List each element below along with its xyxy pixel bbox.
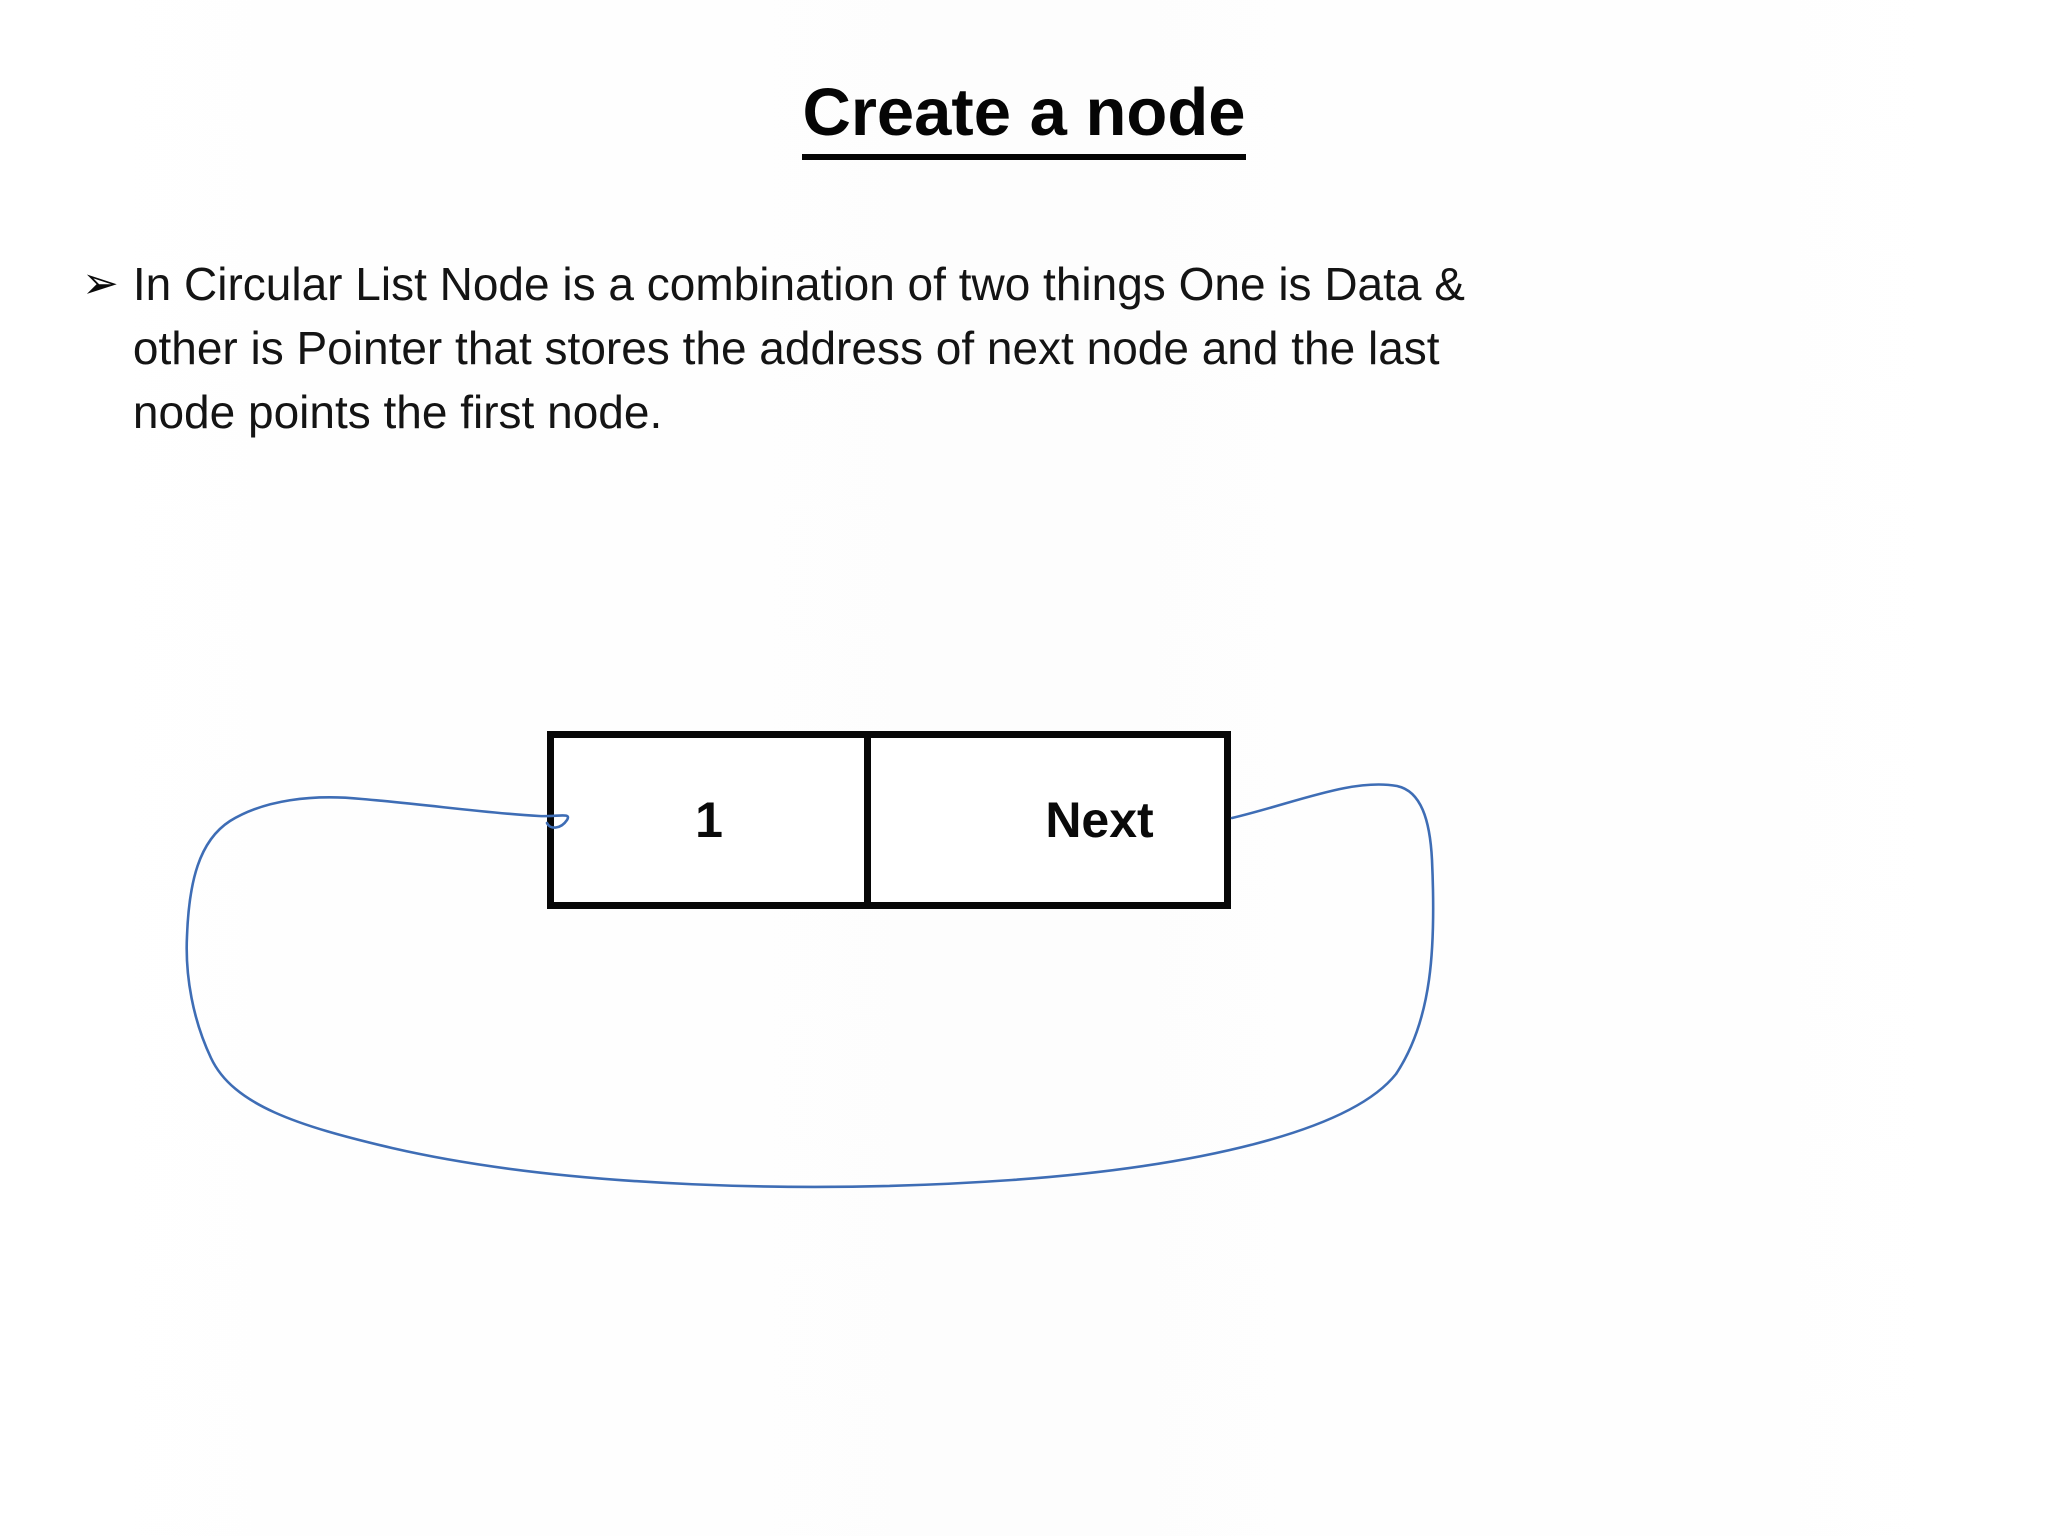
bullet-paragraph: ➢ In Circular List Node is a combination…	[82, 252, 2008, 444]
arrowhead-bullet-icon: ➢	[82, 259, 119, 308]
node-data-value: 1	[695, 792, 723, 848]
page-title: Create a node	[802, 77, 1246, 161]
bullet-text: In Circular List Node is a combination o…	[133, 252, 1465, 444]
bullet-text-line: In Circular List Node is a combination o…	[132, 258, 1465, 310]
bullet-text-line: node points the first node.	[132, 386, 663, 438]
node-pointer-cell: Next	[871, 738, 1224, 902]
node-pointer-label: Next	[1045, 792, 1154, 848]
node-data-cell: 1	[554, 738, 871, 902]
title-area: Create a node	[0, 77, 2048, 161]
bullet-text-line: other is Pointer that stores the address…	[132, 322, 1440, 374]
node-box: 1 Next	[547, 731, 1231, 909]
